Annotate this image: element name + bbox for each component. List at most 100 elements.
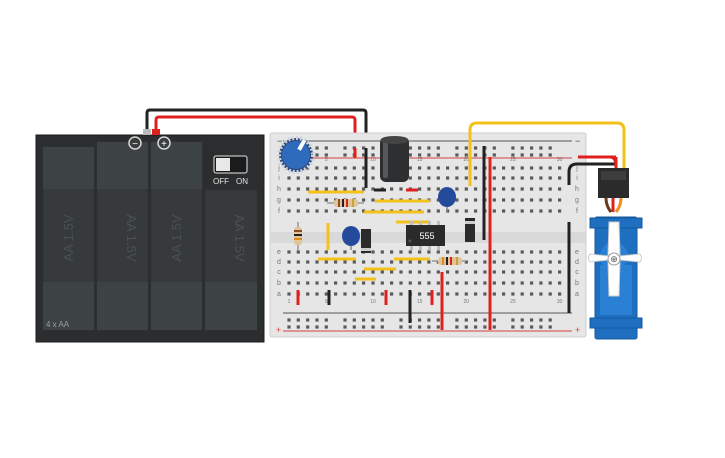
breadboard-hole[interactable] <box>380 318 384 322</box>
breadboard-hole[interactable] <box>446 176 450 180</box>
breadboard-hole[interactable] <box>530 166 534 170</box>
breadboard-hole[interactable] <box>408 281 412 285</box>
breadboard-hole[interactable] <box>530 187 534 191</box>
breadboard-hole[interactable] <box>474 209 478 213</box>
breadboard-hole[interactable] <box>464 176 468 180</box>
breadboard-hole[interactable] <box>492 187 496 191</box>
breadboard-hole[interactable] <box>418 153 422 157</box>
breadboard-hole[interactable] <box>520 250 524 254</box>
breadboard-hole[interactable] <box>343 166 347 170</box>
breadboard-hole[interactable] <box>548 187 552 191</box>
board-wires[interactable] <box>296 121 626 330</box>
breadboard-hole[interactable] <box>371 198 375 202</box>
breadboard-hole[interactable] <box>520 209 524 213</box>
breadboard-hole[interactable] <box>371 281 375 285</box>
breadboard-hole[interactable] <box>548 281 552 285</box>
breadboard-hole[interactable] <box>315 176 319 180</box>
breadboard-hole[interactable] <box>436 318 440 322</box>
breadboard-hole[interactable] <box>399 318 403 322</box>
breadboard-hole[interactable] <box>502 166 506 170</box>
breadboard-hole[interactable] <box>324 325 328 329</box>
breadboard-hole[interactable] <box>548 176 552 180</box>
breadboard-hole[interactable] <box>492 153 496 157</box>
breadboard-hole[interactable] <box>380 250 384 254</box>
breadboard-hole[interactable] <box>511 209 515 213</box>
breadboard-hole[interactable] <box>530 250 534 254</box>
breadboard-hole[interactable] <box>455 270 459 274</box>
breadboard-hole[interactable] <box>315 209 319 213</box>
breadboard-hole[interactable] <box>362 166 366 170</box>
resistor-3[interactable] <box>432 257 466 265</box>
breadboard-hole[interactable] <box>520 187 524 191</box>
breadboard-hole[interactable] <box>287 250 291 254</box>
breadboard-hole[interactable] <box>371 292 375 296</box>
breadboard-hole[interactable] <box>408 166 412 170</box>
breadboard-hole[interactable] <box>530 318 534 322</box>
breadboard-hole[interactable] <box>464 292 468 296</box>
breadboard-hole[interactable] <box>548 198 552 202</box>
breadboard-hole[interactable] <box>296 270 300 274</box>
breadboard-hole[interactable] <box>483 318 487 322</box>
breadboard-hole[interactable] <box>530 260 534 264</box>
breadboard-hole[interactable] <box>548 318 552 322</box>
breadboard-hole[interactable] <box>418 325 422 329</box>
breadboard-hole[interactable] <box>315 281 319 285</box>
breadboard-hole[interactable] <box>511 198 515 202</box>
breadboard-hole[interactable] <box>324 209 328 213</box>
breadboard-hole[interactable] <box>464 153 468 157</box>
breadboard-hole[interactable] <box>390 292 394 296</box>
breadboard-hole[interactable] <box>296 209 300 213</box>
breadboard-hole[interactable] <box>502 198 506 202</box>
breadboard-hole[interactable] <box>334 270 338 274</box>
breadboard-hole[interactable] <box>315 198 319 202</box>
breadboard-hole[interactable] <box>296 318 300 322</box>
breadboard-hole[interactable] <box>492 260 496 264</box>
breadboard-hole[interactable] <box>474 176 478 180</box>
breadboard-hole[interactable] <box>492 281 496 285</box>
breadboard-hole[interactable] <box>418 260 422 264</box>
breadboard-hole[interactable] <box>530 325 534 329</box>
breadboard-hole[interactable] <box>315 270 319 274</box>
breadboard-hole[interactable] <box>455 146 459 150</box>
breadboard-hole[interactable] <box>296 187 300 191</box>
breadboard-hole[interactable] <box>334 166 338 170</box>
breadboard-hole[interactable] <box>520 198 524 202</box>
breadboard-hole[interactable] <box>520 292 524 296</box>
breadboard-hole[interactable] <box>436 209 440 213</box>
breadboard-hole[interactable] <box>539 166 543 170</box>
breadboard-hole[interactable] <box>324 281 328 285</box>
breadboard-hole[interactable] <box>464 187 468 191</box>
breadboard-hole[interactable] <box>334 187 338 191</box>
breadboard-hole[interactable] <box>436 281 440 285</box>
battery-minus-wire[interactable] <box>145 108 368 150</box>
breadboard-hole[interactable] <box>362 153 366 157</box>
breadboard-hole[interactable] <box>390 281 394 285</box>
breadboard-hole[interactable] <box>539 325 543 329</box>
breadboard-hole[interactable] <box>511 325 515 329</box>
breadboard-hole[interactable] <box>343 281 347 285</box>
breadboard-hole[interactable] <box>306 318 310 322</box>
breadboard-hole[interactable] <box>558 198 562 202</box>
breadboard-hole[interactable] <box>492 325 496 329</box>
breadboard-hole[interactable] <box>287 187 291 191</box>
breadboard-hole[interactable] <box>371 187 375 191</box>
breadboard-hole[interactable] <box>352 318 356 322</box>
breadboard-hole[interactable] <box>436 292 440 296</box>
breadboard-hole[interactable] <box>427 325 431 329</box>
breadboard-hole[interactable] <box>427 292 431 296</box>
breadboard-hole[interactable] <box>455 318 459 322</box>
breadboard-hole[interactable] <box>464 166 468 170</box>
breadboard-hole[interactable] <box>530 146 534 150</box>
breadboard-hole[interactable] <box>418 318 422 322</box>
breadboard-hole[interactable] <box>436 146 440 150</box>
ceramic-capacitor-1[interactable] <box>438 187 456 212</box>
breadboard-hole[interactable] <box>306 281 310 285</box>
breadboard-hole[interactable] <box>362 325 366 329</box>
breadboard-hole[interactable] <box>296 198 300 202</box>
breadboard-hole[interactable] <box>362 146 366 150</box>
breadboard-hole[interactable] <box>530 209 534 213</box>
breadboard-hole[interactable] <box>352 166 356 170</box>
breadboard-hole[interactable] <box>492 318 496 322</box>
breadboard-hole[interactable] <box>446 166 450 170</box>
